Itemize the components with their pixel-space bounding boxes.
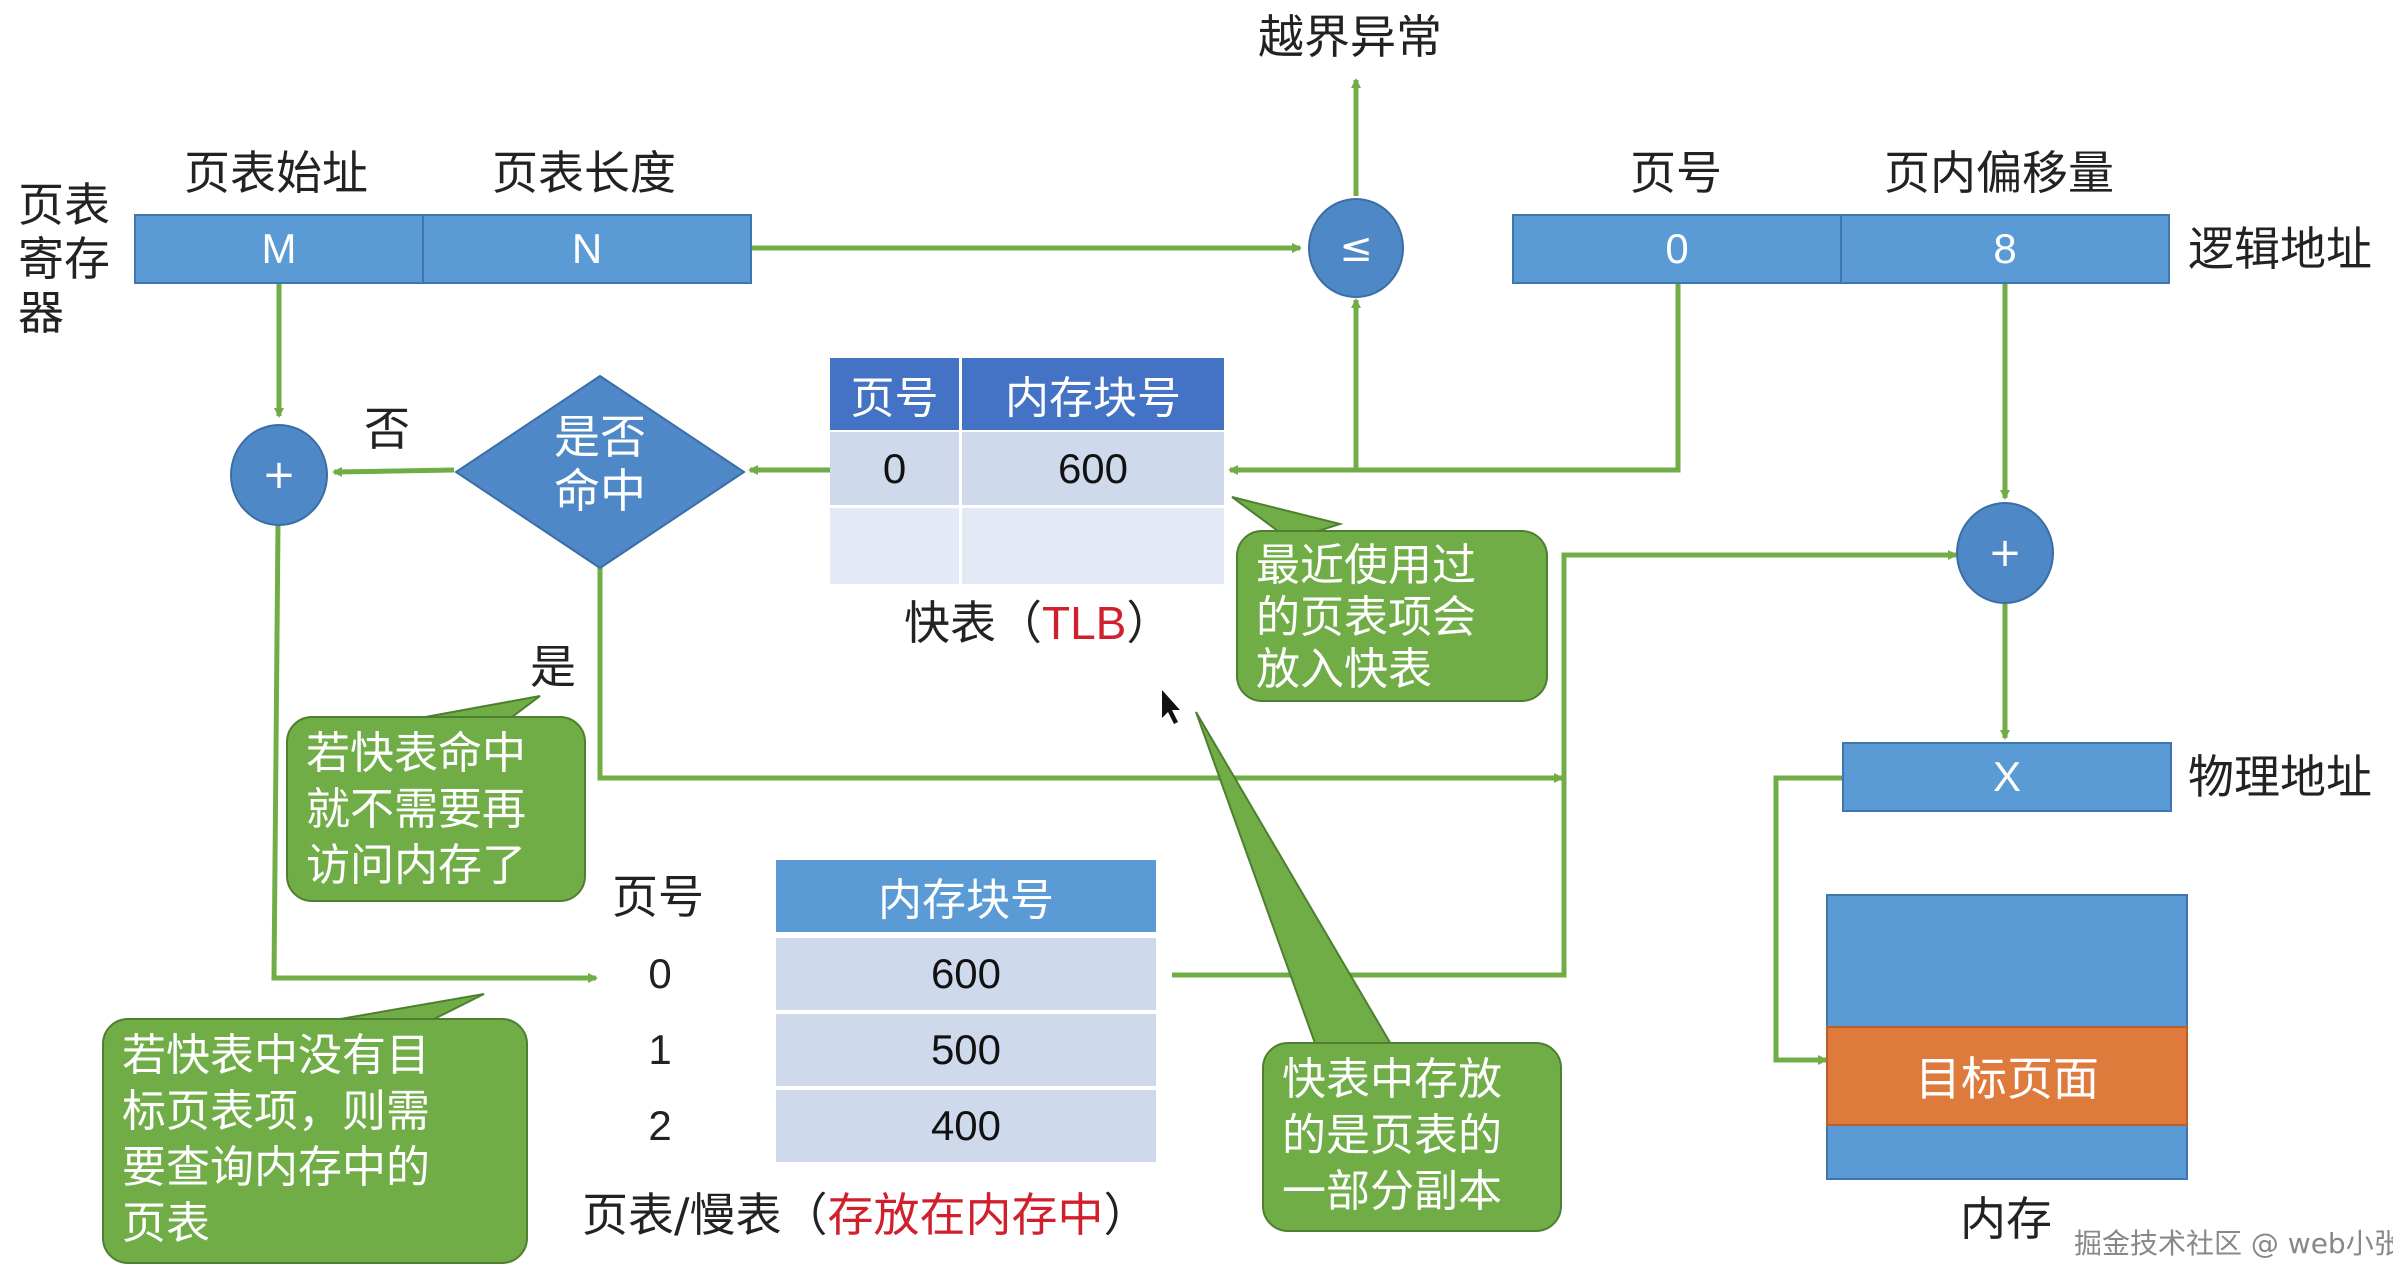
decision-yes-label: 是 <box>530 640 576 694</box>
length-cell: N <box>422 214 752 284</box>
arrow-pageno-to-tlb <box>1228 282 1681 475</box>
page-table-register-label: 页表 寄存 器 <box>18 178 110 340</box>
arrow-decision-yes <box>597 566 1564 783</box>
note-line: 最近使用过 <box>1256 540 1476 591</box>
tlb-caption-suffix: ） <box>1126 596 1173 650</box>
note-line: 就不需要再 <box>306 784 526 835</box>
arrow-physical-to-memory <box>1773 775 1842 1065</box>
note-hit: 若快表命中 就不需要再 访问内存了 <box>286 716 586 902</box>
length-label: 页表长度 <box>492 146 676 200</box>
out-of-bounds-label: 越界异常 <box>1258 10 1442 64</box>
pagetable-page-cell: 1 <box>648 1026 672 1073</box>
pagetable-block-cell: 600 <box>776 938 1156 1010</box>
tlb-cell: 0 <box>830 432 962 508</box>
arrow-adder-to-pagetable <box>271 523 598 983</box>
offset-label: 页内偏移量 <box>1884 146 2114 200</box>
adder-right-node: + <box>1956 502 2054 604</box>
pagetable-page-cell: 2 <box>648 1102 672 1149</box>
tlb-caption-prefix: 快表（ <box>904 596 1042 650</box>
pagetable-page-cell: 0 <box>648 950 672 997</box>
register-label-line: 器 <box>18 286 64 340</box>
tlb-header-page: 页号 <box>830 358 962 430</box>
tlb-cell <box>830 508 962 584</box>
register-label-line: 页表 <box>18 178 110 232</box>
pagetable-caption-highlight: 存放在内存中 <box>827 1188 1104 1242</box>
note-line: 要查询内存中的 <box>122 1142 430 1193</box>
logical-address-label: 逻辑地址 <box>2188 222 2372 276</box>
note-line: 页表 <box>122 1198 210 1249</box>
note-miss: 若快表中没有目 标页表项，则需 要查询内存中的 页表 <box>102 1018 528 1264</box>
decision-line: 是否 <box>554 410 646 464</box>
note-line: 的是页表的 <box>1282 1110 1502 1161</box>
mouse-cursor-icon <box>1162 690 1180 724</box>
decision-text: 是否 命中 <box>454 410 746 518</box>
arrow-decision-no <box>332 466 455 477</box>
decision-no-label: 否 <box>364 402 410 456</box>
memory-caption: 内存 <box>1960 1192 2052 1246</box>
physical-address-cell: X <box>1842 742 2172 812</box>
page-number-label: 页号 <box>1630 146 1722 200</box>
tlb-header-block: 内存块号 <box>962 358 1224 430</box>
watermark: 掘金技术社区 @ web小张 <box>2074 1227 2393 1260</box>
pagetable-page-header: 页号 <box>612 870 704 924</box>
note-line: 一部分副本 <box>1282 1166 1502 1217</box>
note-line: 快表中存放 <box>1282 1054 1502 1105</box>
pagetable-block-cell: 400 <box>776 1090 1156 1162</box>
note-line: 若快表命中 <box>306 728 526 779</box>
tlb-cell <box>962 508 1224 584</box>
note-line: 标页表项，则需 <box>122 1086 430 1137</box>
start-address-label: 页表始址 <box>184 146 368 200</box>
tlb-caption-highlight: TLB <box>1042 597 1127 649</box>
adder-left-node: + <box>230 424 328 526</box>
note-line: 放入快表 <box>1256 644 1432 695</box>
note-line: 访问内存了 <box>306 840 526 891</box>
pagetable-caption-prefix: 页表/慢表（ <box>582 1188 828 1242</box>
pagetable-caption-suffix: ） <box>1103 1188 1150 1242</box>
compare-node: ≤ <box>1308 198 1404 298</box>
start-address-cell: M <box>134 214 424 284</box>
tlb-caption: 快表（TLB） <box>904 600 1172 646</box>
pagetable-block-header: 内存块号 <box>776 860 1156 932</box>
note-tail-tlb-copy <box>1195 711 1394 1047</box>
page-number-cell: 0 <box>1512 214 1842 284</box>
note-line: 的页表项会 <box>1256 592 1476 643</box>
tlb-cell: 600 <box>962 432 1224 508</box>
note-tlb-recent: 最近使用过 的页表项会 放入快表 <box>1236 530 1548 702</box>
target-page: 目标页面 <box>1826 1026 2188 1126</box>
note-tlb-copy: 快表中存放 的是页表的 一部分副本 <box>1262 1042 1562 1232</box>
decision-line: 命中 <box>554 464 646 518</box>
arrow-block-to-adder <box>1172 550 1958 978</box>
register-label-line: 寄存 <box>18 232 110 286</box>
note-line: 若快表中没有目 <box>122 1030 430 1081</box>
physical-address-label: 物理地址 <box>2188 750 2372 804</box>
hit-decision-diamond <box>454 374 746 570</box>
offset-cell: 8 <box>1840 214 2170 284</box>
pagetable-caption: 页表/慢表（存放在内存中） <box>582 1192 1150 1238</box>
pagetable-block-cell: 500 <box>776 1014 1156 1086</box>
